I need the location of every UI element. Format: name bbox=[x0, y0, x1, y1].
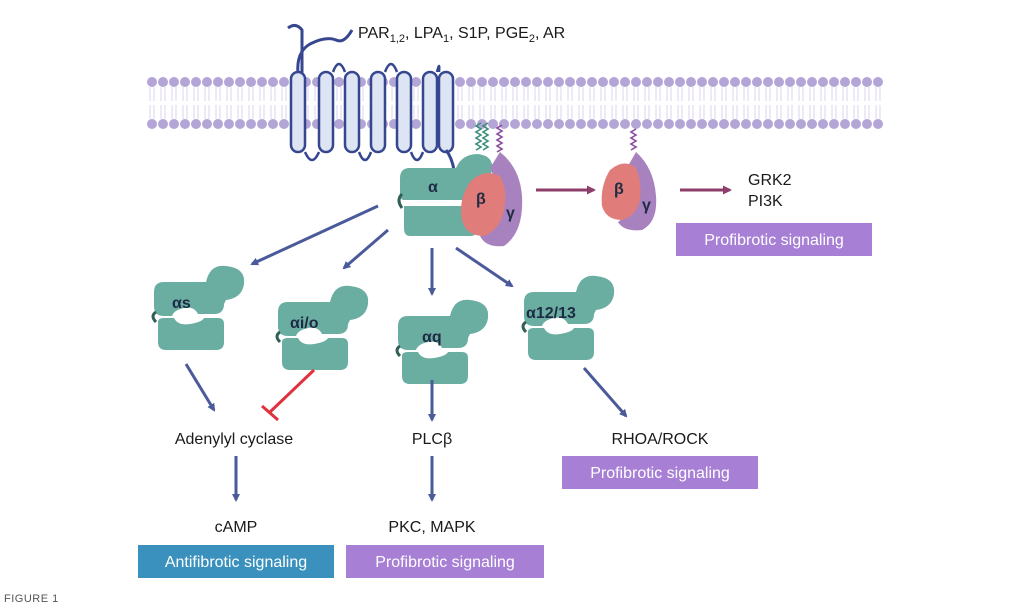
g-beta-subunit bbox=[461, 173, 506, 236]
dimer-gamma-label: γ bbox=[642, 197, 651, 214]
antifibrotic-text: Antifibrotic signaling bbox=[165, 554, 307, 571]
dimer-profibrotic-box bbox=[676, 223, 872, 256]
alpha-q-subunit: αq bbox=[395, 298, 490, 386]
inhibit-alpha-io-to-ac bbox=[268, 368, 316, 414]
adenylyl-cyclase-label: Adenylyl cyclase bbox=[175, 431, 293, 448]
alpha-12-13-subunit: α12/13 bbox=[521, 274, 616, 362]
receptor-ligands-label: PAR1,2, LPA1, S1P, PGE2, AR bbox=[358, 25, 565, 45]
arrow-to-alpha-12-13 bbox=[455, 246, 514, 288]
arrow-to-alpha-io bbox=[342, 228, 389, 270]
antifibrotic-box bbox=[138, 545, 334, 578]
arrow-to-alpha-s bbox=[250, 204, 379, 266]
alpha-s-label: αs bbox=[172, 295, 191, 312]
plcb-profibrotic-text: Profibrotic signaling bbox=[375, 554, 515, 571]
heterotrimeric-g-protein: α β γ bbox=[397, 152, 523, 247]
g-beta-gamma-dimer: β γ bbox=[601, 152, 657, 231]
pi3k-label: PI3K bbox=[748, 193, 783, 210]
arrow-alpha-12-to-rhoa bbox=[582, 367, 628, 418]
grk2-label: GRK2 bbox=[748, 172, 792, 189]
gpcr-receptor bbox=[287, 23, 456, 171]
rhoa-profibrotic-box bbox=[562, 456, 758, 489]
pkc-mapk-label: PKC, MAPK bbox=[388, 519, 475, 536]
alpha-q-label: αq bbox=[422, 329, 442, 346]
lipid-anchors bbox=[474, 122, 638, 153]
plcb-label: PLCβ bbox=[412, 431, 452, 448]
alpha-12-13-label: α12/13 bbox=[526, 305, 576, 322]
alpha-io-label: αi/o bbox=[290, 315, 319, 332]
dimer-beta-label: β bbox=[614, 181, 624, 198]
figure-caption: FIGURE 1 bbox=[4, 593, 59, 605]
inhibit-bar bbox=[261, 404, 279, 422]
g-beta-label: β bbox=[476, 191, 486, 208]
alpha-s-subunit: αs bbox=[151, 264, 246, 352]
g-alpha-label: α bbox=[428, 179, 438, 196]
alpha-io-subunit: αi/o bbox=[275, 284, 370, 372]
camp-label: cAMP bbox=[215, 519, 258, 536]
cell-membrane bbox=[147, 77, 883, 129]
g-gamma-label: γ bbox=[506, 205, 515, 222]
dimer-profibrotic-text: Profibrotic signaling bbox=[704, 232, 844, 249]
rhoa-profibrotic-text: Profibrotic signaling bbox=[590, 465, 730, 482]
arrow-alpha-s-to-ac bbox=[184, 363, 216, 412]
plcb-profibrotic-box bbox=[346, 545, 544, 578]
rhoa-rock-label: RHOA/ROCK bbox=[612, 431, 709, 448]
